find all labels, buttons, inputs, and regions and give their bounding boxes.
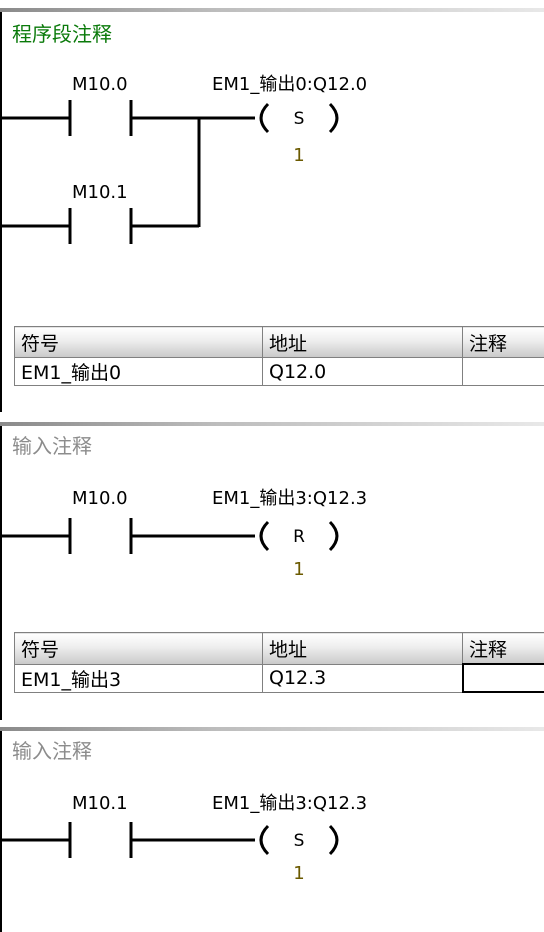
network-2-coil[interactable] — [259, 520, 339, 552]
column-header-comment[interactable]: 注释 — [462, 326, 544, 358]
network-1-coil-symbol: EM1_输出0:Q12.0 — [212, 74, 367, 95]
column-header-comment[interactable]: 注释 — [462, 632, 544, 665]
column-header-address[interactable]: 地址 — [262, 326, 463, 358]
network-2-coil-symbol: EM1_输出3:Q12.3 — [212, 488, 367, 509]
network-3-coil-symbol: EM1_输出3:Q12.3 — [212, 793, 367, 814]
network-3-coil-letter: S — [294, 831, 305, 851]
network-3-coil-count: 1 — [293, 863, 304, 884]
network-1-coil[interactable] — [259, 102, 339, 134]
table-row[interactable]: EM1_输出3 Q12.3 — [14, 663, 544, 693]
network-1-contact-label: M10.0 — [72, 74, 128, 95]
network-2-contact-m10-0[interactable] — [68, 518, 133, 554]
table-row[interactable]: EM1_输出0 Q12.0 — [14, 357, 544, 386]
network-1-symbol-table: 符号 地址 注释 EM1_输出0 Q12.0 — [14, 326, 544, 386]
network-3-power-rail — [0, 731, 2, 932]
network-3[interactable]: 输入注释 M10.1 EM1_输出3:Q12.3 S 1 — [0, 727, 544, 932]
network-2-coil-letter: R — [293, 527, 305, 547]
network-3-coil[interactable] — [259, 824, 339, 856]
network-2-comment[interactable]: 输入注释 — [12, 434, 92, 458]
column-header-symbol[interactable]: 符号 — [14, 326, 263, 358]
network-1-contact-m10-1[interactable] — [68, 208, 133, 244]
column-header-symbol[interactable]: 符号 — [14, 632, 263, 665]
column-header-address[interactable]: 地址 — [262, 632, 463, 665]
comment-cell[interactable] — [462, 357, 544, 386]
network-2-ladder: M10.0 EM1_输出3:Q12.3 R 1 — [0, 488, 367, 580]
network-1-contact-m10-0[interactable] — [68, 100, 133, 136]
network-1-power-rail — [0, 12, 2, 412]
symbol-cell[interactable]: EM1_输出3 — [14, 663, 263, 693]
network-1-title-bar — [0, 8, 544, 12]
network-2-coil-count: 1 — [293, 559, 304, 580]
network-1-ladder: M10.0 M10.1 EM1_输出0:Q12.0 S 1 — [0, 74, 367, 244]
comment-cell[interactable] — [461, 663, 544, 693]
network-2-power-rail — [0, 426, 2, 720]
network-2-title-bar — [0, 422, 544, 426]
network-3-title-bar — [0, 727, 544, 731]
network-2[interactable]: 输入注释 M10.0 EM1_输出3:Q12.3 R 1 符号 地址 注释 EM… — [0, 422, 544, 720]
network-1-coil-count: 1 — [293, 145, 304, 166]
network-3-contact-label: M10.1 — [72, 793, 128, 814]
network-1[interactable]: 程序段注释 M10.0 M10.1 EM1_输出0:Q12.0 S 1 符号 — [0, 8, 544, 412]
address-cell[interactable]: Q12.3 — [262, 663, 463, 693]
address-cell[interactable]: Q12.0 — [262, 357, 463, 386]
network-2-symbol-table: 符号 地址 注释 EM1_输出3 Q12.3 — [14, 632, 544, 693]
network-2-contact-label: M10.0 — [72, 488, 128, 509]
network-3-contact-m10-1[interactable] — [68, 822, 133, 858]
network-1-coil-letter: S — [294, 109, 305, 129]
network-1-comment[interactable]: 程序段注释 — [12, 22, 112, 46]
network-1-contact-label: M10.1 — [72, 182, 128, 203]
network-3-ladder: M10.1 EM1_输出3:Q12.3 S 1 — [0, 793, 367, 884]
symbol-cell[interactable]: EM1_输出0 — [14, 357, 263, 386]
network-3-comment[interactable]: 输入注释 — [12, 739, 92, 763]
